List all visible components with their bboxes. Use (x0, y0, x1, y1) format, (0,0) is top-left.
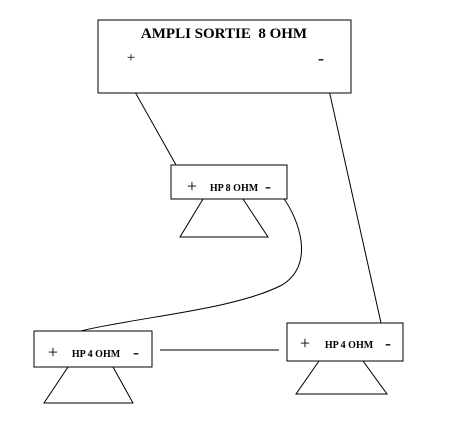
amplifier: AMPLI SORTIE 8 OHM + - (97, 19, 352, 94)
speaker-hp4-left-cone (43, 366, 134, 404)
speaker-hp8-minus-terminal: - (265, 176, 271, 196)
amplifier-minus-terminal: - (318, 48, 324, 68)
speaker-hp4-right-box (286, 322, 404, 362)
amplifier-box (97, 19, 352, 94)
speaker-hp4-right: + HP 4 OHM - (286, 322, 404, 395)
wire-amp-minus-to-hp4-right-minus (324, 71, 382, 324)
speaker-hp4-right-plus-terminal: + (300, 333, 310, 353)
speaker-hp4-left-box (33, 330, 153, 368)
speaker-hp4-left: + HP 4 OHM - (33, 330, 153, 404)
speaker-hp8-label: HP 8 OHM (210, 183, 259, 194)
speaker-hp4-left-plus-terminal: + (48, 342, 58, 362)
speaker-hp8-plus-terminal: + (187, 176, 197, 196)
wire-hp8-minus-to-hp4-left-plus (61, 195, 302, 337)
speaker-hp8: + HP 8 OHM - (170, 164, 288, 238)
amplifier-plus-terminal: + (127, 50, 135, 66)
speaker-hp4-left-minus-terminal: - (133, 342, 139, 362)
speaker-hp4-right-cone (295, 360, 388, 395)
speaker-hp8-cone (179, 198, 269, 238)
speaker-hp4-left-label: HP 4 OHM (72, 349, 121, 360)
speaker-hp4-right-minus-terminal: - (385, 333, 391, 353)
speaker-hp4-right-label: HP 4 OHM (325, 340, 374, 351)
amplifier-title: AMPLI SORTIE 8 OHM (141, 26, 307, 42)
speaker-hp8-box (170, 164, 288, 200)
